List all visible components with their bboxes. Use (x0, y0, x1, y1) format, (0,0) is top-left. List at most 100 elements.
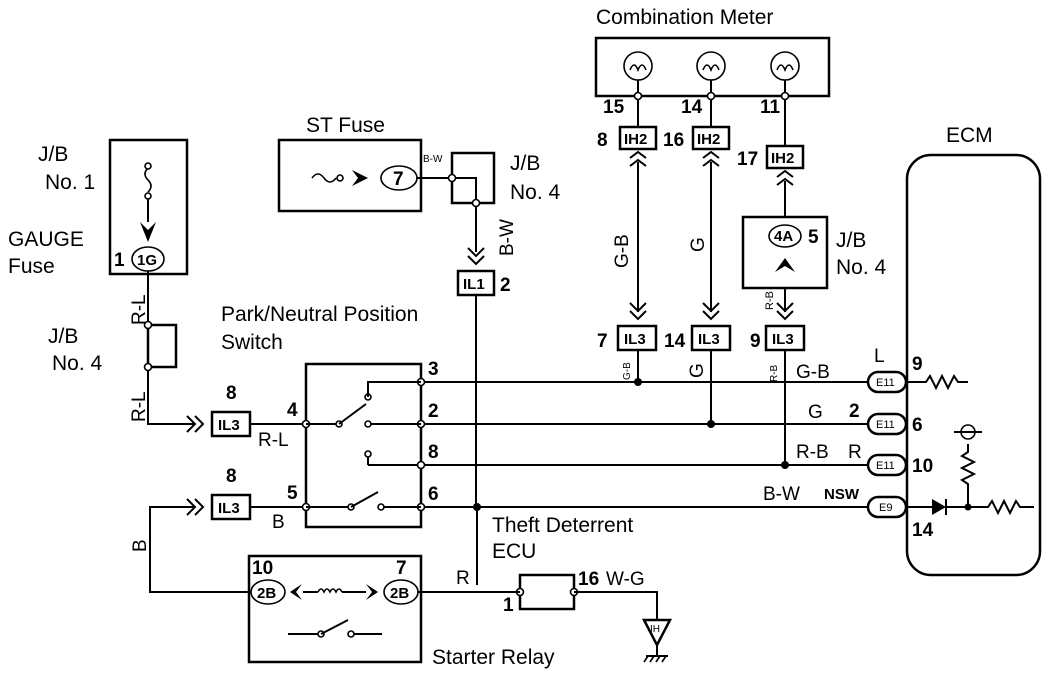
wire-label: G-B (612, 234, 633, 268)
component-label: No. 4 (836, 256, 887, 279)
fuse-arrow-icon (775, 258, 795, 272)
wire-label: G (687, 363, 708, 378)
wire-label: B (272, 512, 285, 533)
component-label: No. 4 (510, 181, 561, 204)
wire-label: R-B (796, 442, 829, 463)
connector-label: E9 (879, 502, 892, 514)
switch-blade-icon (350, 491, 379, 508)
pin-label: 9 (750, 331, 761, 352)
ground-icon: IH (641, 618, 673, 663)
pin-label: 10 (252, 558, 273, 579)
component-label: J/B (48, 325, 78, 348)
jb-no1: J/B No. 1 1G 1 (38, 138, 189, 276)
pin-label: 11 (760, 97, 781, 118)
component-label: No. 4 (52, 352, 103, 375)
il1-connector: IL1 2 (456, 269, 511, 297)
combination-meter-label: Combination Meter (596, 6, 773, 29)
pin-label: 16 (663, 130, 684, 151)
component-label: No. 1 (45, 171, 95, 194)
pin-label: 9 (912, 354, 923, 375)
connector-arrow-icon (366, 584, 378, 600)
fuse-icon (144, 167, 152, 193)
resistor-icon (946, 498, 1034, 516)
pin-label: 2 (500, 275, 511, 296)
il3-connector: 8 IL3 (210, 383, 252, 438)
component-label: Starter Relay (432, 646, 555, 669)
connector-label: IH2 (624, 131, 647, 148)
connector-label: IL3 (624, 331, 646, 348)
e11-connector: E11 10 (866, 453, 933, 477)
pin-label: 3 (428, 359, 439, 380)
e11-connector: E11 6 (866, 412, 923, 436)
st-fuse: ST Fuse 7 B-W (277, 114, 452, 213)
connector-label: 2B (257, 585, 276, 602)
combination-meter: Combination Meter 15 14 11 (594, 6, 831, 118)
connector-label: 2B (390, 585, 409, 602)
pin-label: 14 (912, 520, 934, 541)
pin-label: 7 (597, 331, 608, 352)
wire-label: G (808, 402, 823, 423)
diode-icon (932, 499, 946, 515)
meter-lamp-icon (770, 51, 800, 81)
pin-label: 10 (912, 456, 933, 477)
il3-connector: 7 IL3 (597, 324, 658, 352)
component-label: Fuse (8, 255, 55, 278)
component-label: Switch (221, 331, 283, 354)
component-label: J/B (836, 229, 866, 252)
pin-label: 1 (114, 250, 125, 271)
il3-connector: 9 IL3 (750, 324, 806, 352)
connector-arrow-icon (290, 584, 302, 600)
jb-no4-left: J/B No. 4 (48, 320, 178, 375)
pin-label: 15 (603, 97, 625, 118)
connector-label: IL3 (772, 331, 794, 348)
pin-label: 2 (849, 401, 860, 422)
connector-label: IH2 (697, 131, 720, 148)
pin-label: 14 (664, 331, 686, 352)
connector-label: IL3 (218, 417, 240, 434)
resistor-icon (906, 373, 968, 391)
wire-label: R-B (769, 364, 780, 382)
pin-label: 2 (428, 401, 439, 422)
pin-label: 5 (808, 227, 819, 248)
pin-label: 4 (287, 400, 298, 421)
wire-label: R-L (129, 294, 150, 325)
switch-blade-icon (338, 403, 367, 425)
fuse-icon (311, 173, 337, 183)
connector-label: IH2 (771, 150, 794, 167)
pin-label: 7 (396, 558, 407, 579)
ecm-box (905, 153, 1042, 577)
pin-label: 5 (287, 483, 298, 504)
connector-label: E11 (876, 460, 895, 472)
component-label: GAUGE (8, 228, 84, 251)
connector-label: 1G (137, 252, 157, 269)
il3-connector: 8 IL3 (210, 466, 252, 521)
wire-label: W-G (606, 569, 645, 590)
ecm-label: ECM (946, 124, 993, 147)
ih2-connector: 17 IH2 (737, 144, 805, 170)
pin-label: 8 (226, 383, 237, 404)
component-label: J/B (38, 143, 68, 166)
e11-connector: E11 9 (866, 354, 923, 394)
wire-label: B-W (497, 219, 518, 256)
component-label: Theft Deterrent (492, 514, 633, 537)
pin-label: 1 (503, 595, 514, 616)
connector-label: IL3 (218, 500, 240, 517)
connector-label: IL3 (698, 331, 720, 348)
component-label: J/B (510, 152, 540, 175)
pin-label: 8 (428, 442, 439, 463)
jb-no4-right: 4A 5 J/B No. 4 (741, 215, 887, 290)
pin-label: 16 (578, 569, 599, 590)
pin-label: 6 (428, 484, 439, 505)
e9-connector: E9 14 (866, 495, 934, 541)
component-label: ECU (492, 540, 536, 563)
gauge-fuse-label: GAUGE Fuse (8, 228, 84, 278)
meter-lamp-icon (696, 51, 726, 81)
connector-label: E11 (876, 419, 895, 431)
component-label: Park/Neutral Position (221, 303, 418, 326)
ih2-connector: 16 IH2 (663, 125, 731, 151)
connector-label: 7 (393, 169, 404, 190)
connector-label: E11 (876, 377, 895, 389)
theft-deterrent-ecu: Theft Deterrent ECU 1 16 W-G (492, 514, 645, 616)
pin-label: 8 (597, 130, 608, 151)
meter-lamp-icon (623, 51, 653, 81)
